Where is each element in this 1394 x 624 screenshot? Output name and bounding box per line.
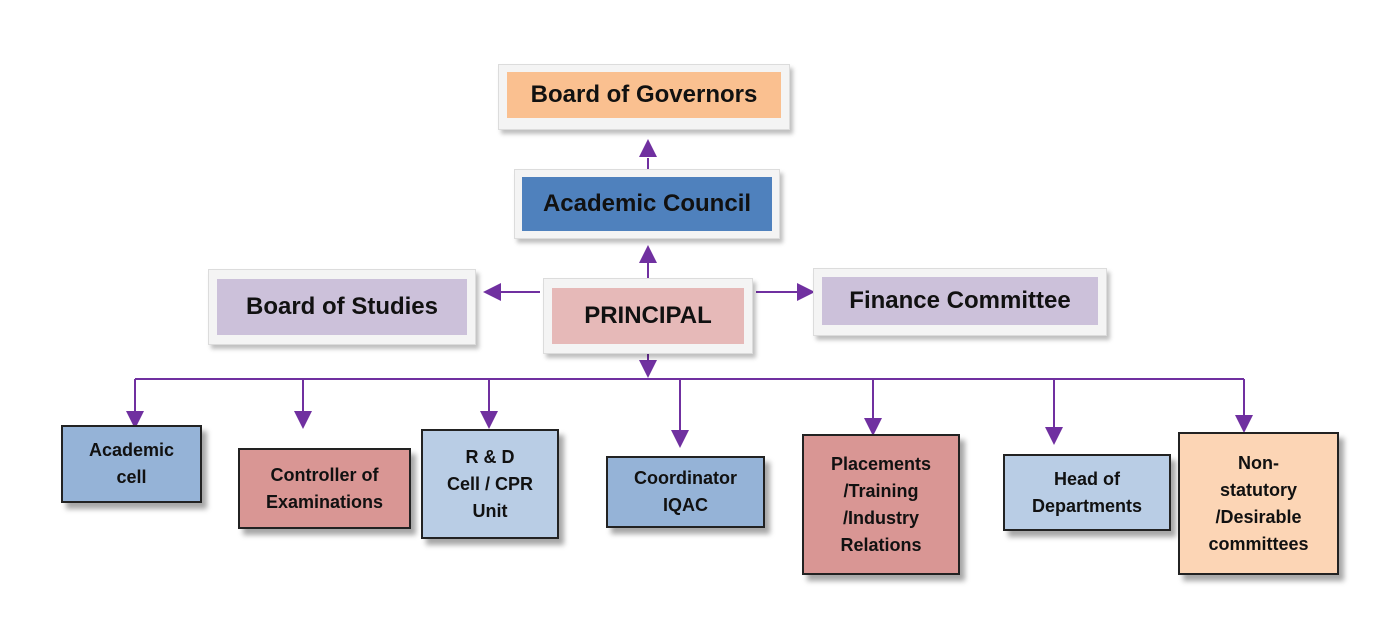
academic-council-frame: Academic Council [514,169,780,239]
unit-non-statutory-committees: Non- statutory /Desirable committees [1178,432,1339,575]
unit-r-and-d-cell-label: R & D Cell / CPR Unit [446,446,534,521]
arrowhead-to-finance [797,283,815,301]
finance-committee-box: Finance Committee [822,277,1098,325]
unit-placements-training: Placements /Training /Industry Relations [802,434,960,575]
unit-academic-cell-label: Academic cell [88,440,175,487]
unit-r-and-d-cell: R & D Cell / CPR Unit [421,429,559,539]
arrowhead-drop-6 [1235,415,1253,433]
academic-council-label: Academic Council [542,190,752,217]
academic-council-box: Academic Council [522,177,772,231]
unit-coordinator-iqac-label: Coordinator IQAC [634,468,737,515]
principal-box: PRINCIPAL [552,288,744,344]
unit-controller-of-examinations-label: Controller of Examinations [265,464,384,512]
unit-head-of-departments-label: Head of Departments [1031,468,1143,516]
unit-academic-cell: Academic cell [61,425,202,503]
arrowhead-drop-0 [126,411,144,429]
arrowhead-drop-3 [671,430,689,448]
board-of-studies-frame: Board of Studies [208,269,476,345]
finance-committee-frame: Finance Committee [813,268,1107,336]
arrowhead-drop-1 [294,411,312,429]
principal-frame: PRINCIPAL [543,278,753,354]
unit-coordinator-iqac: Coordinator IQAC [606,456,765,528]
arrowhead-drop-4 [864,418,882,436]
unit-controller-of-examinations: Controller of Examinations [238,448,411,529]
arrowhead-drop-2 [480,411,498,429]
board-of-governors-label: Board of Governors [530,81,758,108]
arrowhead-to-bus [639,360,657,378]
arrowhead-to-studies [483,283,501,301]
arrowhead-to-council [639,245,657,263]
board-of-studies-label: Board of Studies [245,293,438,320]
unit-placements-training-label: Placements /Training /Industry Relations [830,453,932,555]
unit-non-statutory-committees-label: Non- statutory /Desirable committees [1208,452,1309,554]
unit-head-of-departments: Head of Departments [1003,454,1171,531]
arrowhead-to-governors [639,139,657,157]
board-of-studies-box: Board of Studies [217,279,467,335]
board-of-governors-box: Board of Governors [507,72,781,118]
principal-label: PRINCIPAL [584,302,712,329]
finance-committee-label: Finance Committee [849,287,1071,314]
arrowhead-drop-5 [1045,427,1063,445]
board-of-governors-frame: Board of Governors [498,64,790,130]
